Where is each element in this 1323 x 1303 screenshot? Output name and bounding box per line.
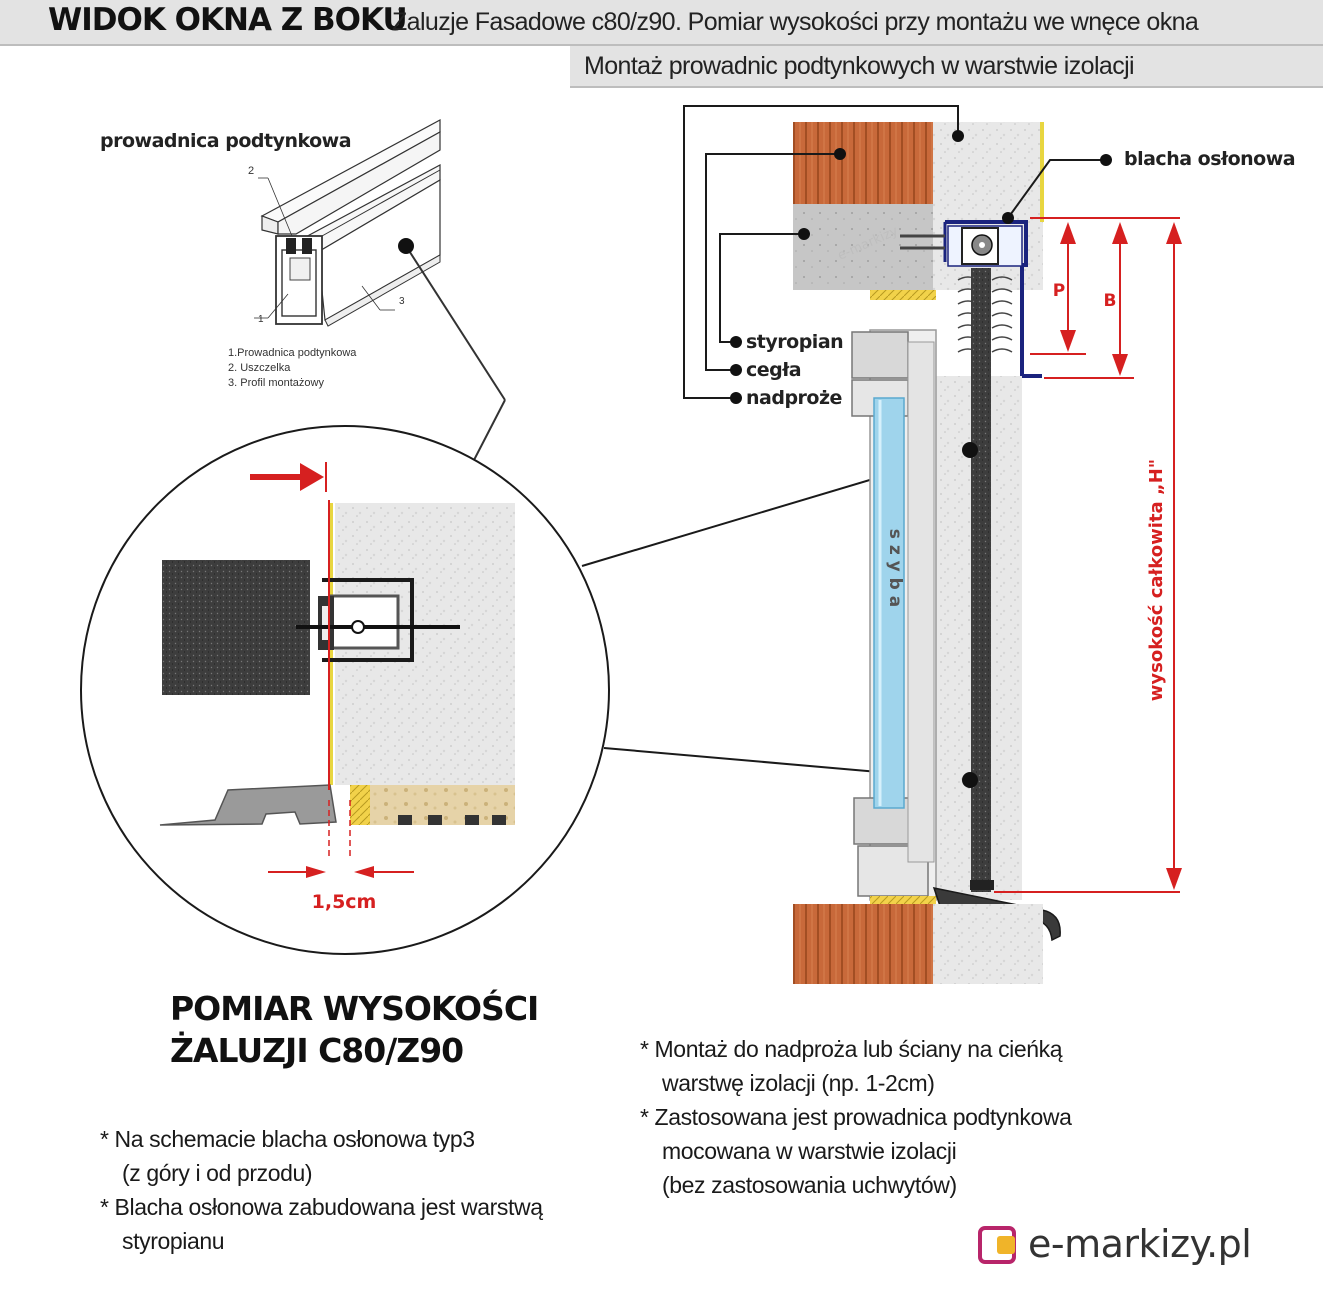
dim-label-p: P — [1053, 281, 1065, 301]
guide-rail — [971, 268, 991, 892]
glass-label: s z y b a — [885, 529, 905, 607]
note-text: * Zastosowana jest prowadnica podtynkowa — [640, 1104, 1072, 1130]
label-brick: cegła — [746, 359, 802, 381]
leader-dot — [398, 238, 414, 254]
section-bar — [570, 46, 1323, 88]
gap-label: 1,5cm — [312, 891, 377, 913]
dimension-lines — [994, 217, 1180, 893]
header-bar — [0, 0, 1323, 46]
leader-line — [405, 245, 506, 401]
rail-detail-title: prowadnica podtynkowa — [100, 130, 352, 152]
callout-1: 1 — [258, 314, 264, 325]
label-lintel: nadproże — [746, 387, 842, 409]
label-styrofoam: styropian — [746, 331, 844, 353]
window-section-view — [793, 122, 1061, 984]
label-cover-sheet: blacha osłonowa — [1124, 148, 1296, 170]
callout-2: 2 — [248, 165, 254, 177]
notes-left: * Na schemacie blacha osłonowa typ3 (z g… — [100, 1122, 543, 1258]
legend-item-1: 1.Prowadnica podtynkowa — [228, 347, 357, 359]
callout-dots — [730, 130, 1112, 788]
brand-logo-text[interactable]: e-markizy.pl — [1028, 1222, 1252, 1266]
dim-label-b: B — [1104, 291, 1117, 311]
section-title: Montaż prowadnic podtynkowych w warstwie… — [584, 52, 1135, 80]
legend-item-3: 3. Profil montażowy — [228, 377, 324, 389]
callout-3: 3 — [399, 296, 405, 307]
logo-icon — [978, 1226, 1016, 1264]
section-callout-lines — [683, 105, 1106, 399]
brick-layer — [793, 122, 933, 204]
note-text: * Montaż do nadproża lub ściany na cieńk… — [640, 1036, 1063, 1062]
dimension-arrowheads — [1060, 222, 1182, 890]
note-text: * Na schemacie blacha osłonowa typ3 — [100, 1126, 475, 1152]
page-subtitle: Żaluzje Fasadowe c80/z90. Pomiar wysokoś… — [392, 8, 1199, 36]
rail-isometric-drawing — [254, 118, 441, 327]
note-text: mocowana w warstwie izolacji — [662, 1138, 957, 1164]
notes-right: * Montaż do nadproża lub ściany na cieńk… — [640, 1032, 1072, 1202]
dim-label-h: wysokość całkowita „H" — [1146, 459, 1167, 701]
note-text: * Blacha osłonowa zabudowana jest warstw… — [100, 1194, 543, 1220]
note-text: warstwę izolacji (np. 1-2cm) — [662, 1070, 935, 1096]
legend-item-2: 2. Uszczelka — [228, 362, 291, 374]
page-title: WIDOK OKNA Z BOKU — [48, 2, 408, 38]
note-text: (z góry i od przodu) — [122, 1160, 313, 1186]
measurement-title: POMIAR WYSOKOŚCI ŻALUZJI C80/Z90 — [170, 989, 539, 1070]
zoom-detail-circle — [80, 425, 610, 955]
note-text: (bez zastosowania uchwytów) — [662, 1172, 957, 1198]
note-text: styropianu — [122, 1228, 225, 1254]
